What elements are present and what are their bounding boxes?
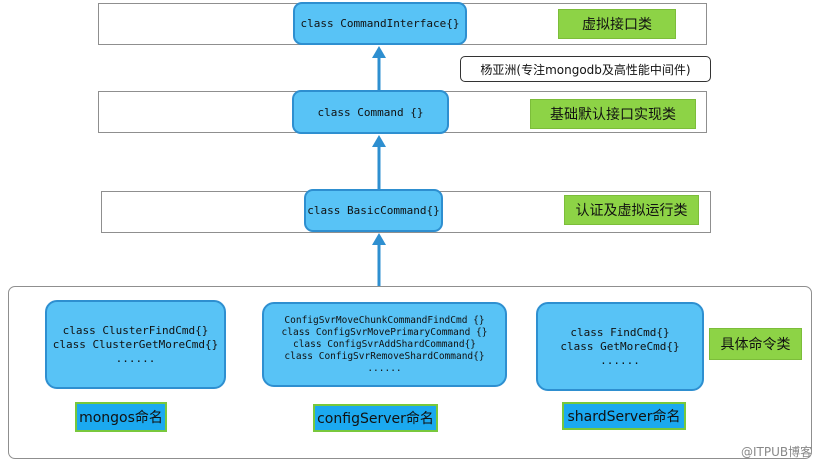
command-label: 基础默认接口实现类 [530,99,696,129]
inherit-arrow-2 [372,135,386,191]
mongos-naming-label: mongos命名 [75,402,167,432]
inherit-arrow-3 [372,233,386,286]
command-class: class Command {} [292,90,449,134]
basic-command-class: class BasicCommand{} [304,189,443,232]
author-note: 杨亚洲(专注mongodb及高性能中间件) [460,56,711,82]
basic-command-label: 认证及虚拟运行类 [564,195,699,225]
interface-label: 虚拟接口类 [558,9,676,39]
mongos-commands: class ClusterFindCmd{} class ClusterGetM… [45,300,226,389]
config-server-commands: ConfigSvrMoveChunkCommandFindCmd {} clas… [262,302,507,387]
inherit-arrow-1 [372,46,386,91]
concrete-commands-label: 具体命令类 [709,328,802,360]
config-server-naming-label: configServer命名 [313,404,438,432]
shard-server-naming-label: shardServer命名 [562,402,686,430]
command-interface-class: class CommandInterface{} [293,2,467,45]
shard-server-commands: class FindCmd{} class GetMoreCmd{} .....… [536,302,704,391]
watermark: @ITPUB博客 [741,445,813,459]
